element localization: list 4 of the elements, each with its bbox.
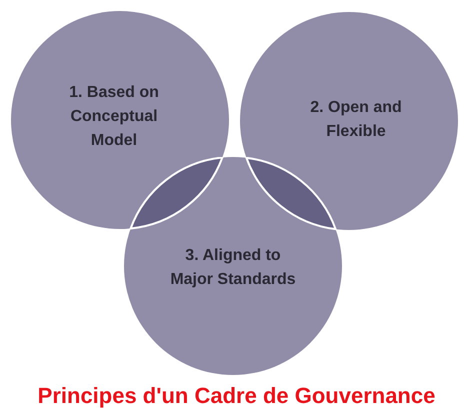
circle-label: 1. Based on Conceptual Model (68, 83, 160, 151)
circle-label: 3. Aligned to Major Standards (169, 246, 297, 290)
circle-label: 2. Open and Flexible (309, 98, 403, 142)
caption: Principes d'un Cadre de Gouvernance (38, 383, 436, 409)
